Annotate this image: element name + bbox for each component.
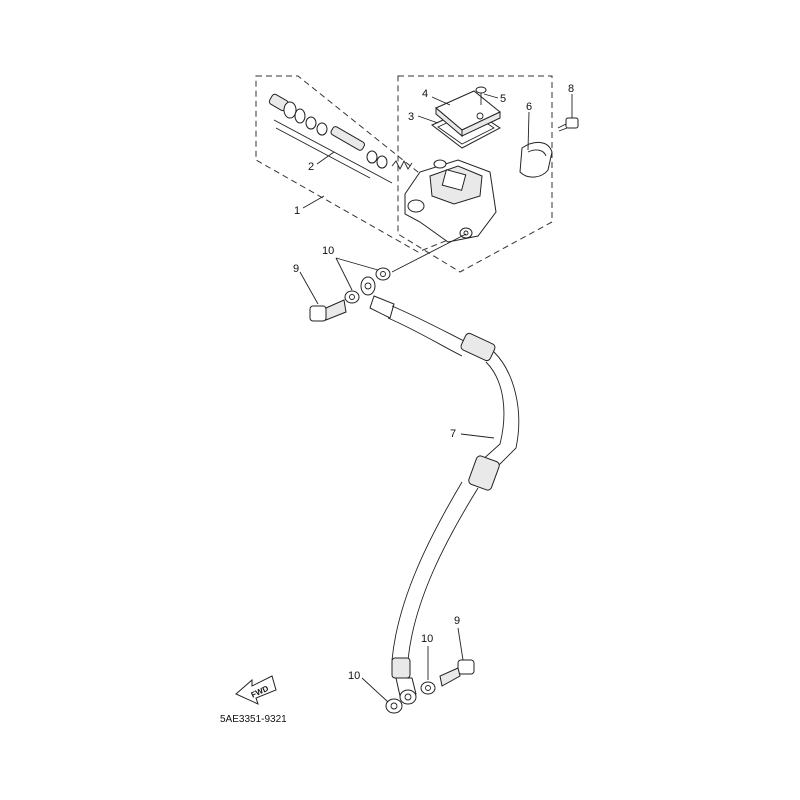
union-bolt-bottom-part	[439, 659, 475, 687]
callout-8: 8	[568, 83, 574, 95]
callout-10-bottom-mid: 10	[421, 633, 433, 645]
diagram-code: 5AE3351-9321	[220, 714, 287, 725]
callout-10-top: 10	[322, 245, 334, 257]
master-cylinder-assembly-outline	[255, 75, 449, 253]
union-bolt-top-part	[309, 299, 347, 322]
callout-9-top: 9	[293, 263, 299, 275]
fwd-arrow-icon: FWD	[235, 675, 277, 705]
callout-5: 5	[500, 93, 506, 105]
holder-bolt-part	[557, 117, 579, 132]
leader-lines	[299, 93, 573, 703]
copper-washer-bottom-left-part	[385, 698, 403, 714]
holder-clamp-part	[519, 142, 553, 178]
callout-2: 2	[308, 161, 314, 173]
callout-6: 6	[526, 101, 532, 113]
master-cylinder-body-part	[404, 159, 497, 243]
copper-washer-bottom-mid-part	[420, 681, 436, 695]
callout-7: 7	[450, 428, 456, 440]
callout-9-bottom: 9	[454, 615, 460, 627]
callout-4: 4	[422, 88, 428, 100]
callout-3: 3	[408, 111, 414, 123]
callout-10-bottom-left: 10	[348, 670, 360, 682]
reservoir-cap-group-outline	[397, 75, 553, 273]
copper-washers-top-part	[344, 267, 391, 304]
reservoir-cap-part	[435, 90, 501, 138]
callout-1: 1	[294, 205, 300, 217]
cap-screw-part	[475, 86, 487, 105]
brake-hose-part	[360, 276, 520, 705]
piston-kit-part	[268, 93, 413, 184]
